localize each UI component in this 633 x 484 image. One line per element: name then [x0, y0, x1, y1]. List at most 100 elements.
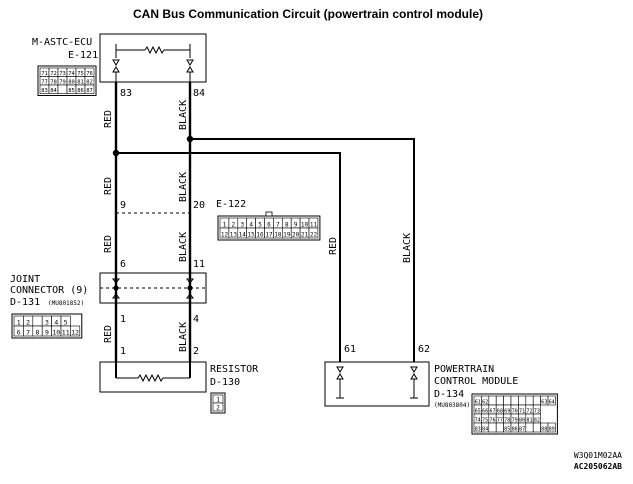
pcm-connector-pin-label: 84 — [482, 426, 488, 432]
ecu-connector-pin-label: 83 — [41, 88, 48, 94]
pcm-connector-cell — [525, 395, 534, 406]
joint-connector-cell — [32, 315, 43, 327]
footer-code-2: AC205062AB — [574, 462, 622, 471]
wire-label-red-1: RED — [103, 110, 114, 128]
pcm-connector-cell — [532, 395, 541, 406]
e122-connector-pin-label: 18 — [274, 231, 282, 238]
e122-connector-cell — [308, 227, 319, 239]
joint-connector-pin-label: 9 — [45, 328, 49, 336]
e122-connector-pin-label: 8 — [285, 221, 289, 228]
joint-connector-pin-label: 12 — [71, 328, 79, 336]
pcm-connector-pin-label: 68 — [497, 408, 503, 414]
pcm-connector-pin-label: 64 — [549, 399, 555, 405]
black-splice-dot — [186, 135, 194, 143]
wire-label-red-pcm: RED — [328, 237, 339, 255]
res-black-pin: 2 — [193, 346, 199, 357]
pcm-connector-pin-label: 63 — [541, 399, 547, 405]
wire-label-black-pcm: BLACK — [402, 233, 413, 263]
joint-connector-pin-label: 10 — [52, 328, 60, 336]
pcm-connector-cell — [488, 422, 497, 433]
pcm-connector-pin-label: 74 — [475, 417, 481, 423]
ecu-resistor-icon — [144, 45, 165, 55]
pcm-connector-pin-label: 80 — [519, 417, 525, 423]
resistor-name: RESISTOR — [210, 364, 259, 375]
joint-name-line1: JOINT — [10, 274, 40, 285]
joint-connector-pin-label: 1 — [17, 318, 21, 326]
pcm-connector-pin-label: 78 — [504, 417, 510, 423]
pcm-connector-cell — [495, 395, 504, 406]
ecu-connector-pin-label: 76 — [86, 71, 93, 77]
pcm-connector-pin-label: 66 — [482, 408, 488, 414]
joint-connector-cell — [70, 325, 81, 337]
e122-connector-pin-label: 15 — [248, 231, 256, 238]
ecu-connector-pin-label: 85 — [68, 88, 75, 94]
pcm-connector-pin-label: 65 — [475, 408, 481, 414]
pcm-red-pin: 61 — [344, 344, 356, 355]
pcm-connector-cell — [547, 422, 556, 433]
red-splice-dot — [112, 149, 120, 157]
resistor-connector-cell — [212, 402, 224, 412]
ecu-terminal-arrow-left — [112, 59, 120, 66]
e122-code: E-122 — [216, 199, 246, 210]
joint-connector-pin-label: 7 — [26, 328, 30, 336]
ecu-connector-pin-label: 81 — [77, 79, 84, 85]
ecu-connector-pin-label: 84 — [50, 88, 57, 94]
black-branch-wire — [190, 138, 415, 355]
e122-connector-pin-label: 22 — [310, 231, 318, 238]
e122-connector-pin-label: 13 — [230, 231, 238, 238]
pcm-connector-cell — [518, 395, 527, 406]
pcm-box — [324, 361, 430, 407]
pcm-connector-pin-label: 62 — [482, 399, 488, 405]
footer-code-1: W3Q01M02AA — [574, 451, 622, 460]
ecu-red-pin: 83 — [120, 88, 132, 99]
e122-connector-pin-label: 9 — [294, 221, 298, 228]
resistor-connector-pin-label: 2 — [216, 404, 220, 411]
pcm-connector-pin-label: 79 — [512, 417, 518, 423]
pcm-connector-pin-label: 73 — [534, 408, 540, 414]
pcm-connector-pin-label: 72 — [526, 408, 532, 414]
ecu-connector-pin-label: 77 — [41, 79, 48, 85]
e122-connector-pin-label: 11 — [310, 221, 318, 228]
ecu-connector-pin-label: 75 — [77, 71, 84, 77]
ecu-terminal-arrow-right — [186, 59, 194, 66]
e122-connector-pin-label: 20 — [292, 231, 300, 238]
jc-top-red-pin: 6 — [120, 259, 126, 270]
pcm-connector-pin-label: 86 — [512, 426, 518, 432]
joint-connector-pin-label: 8 — [36, 328, 40, 336]
jc-top-black-pin: 11 — [193, 259, 205, 270]
pcm-code: D-134 — [434, 389, 464, 400]
pcm-connector-cell — [495, 422, 504, 433]
pcm-connector-pin-label: 69 — [504, 408, 510, 414]
pcm-connector-cell — [532, 422, 541, 433]
pcm-connector-pin-label: 71 — [519, 408, 525, 414]
joint-connector-pin-label: 2 — [26, 318, 30, 326]
e122-connector-key — [265, 211, 273, 217]
resistor-connector-icon: 12 — [210, 392, 226, 414]
pcm-connector-pin-label: 85 — [504, 426, 510, 432]
ecu-connector-pin-label: 82 — [86, 79, 93, 85]
pcm-connector-pin-label: 88 — [541, 426, 547, 432]
ecu-connector-cell — [57, 84, 68, 94]
ecu-connector-pin-label: 71 — [41, 71, 48, 77]
pcm-connector-pin-label: 83 — [475, 426, 481, 432]
ecu-connector-pin-label: 73 — [59, 71, 66, 77]
wire-label-red-4: RED — [103, 325, 114, 343]
e122-connector-pin-label: 10 — [301, 221, 309, 228]
res-red-pin: 1 — [120, 346, 126, 357]
ecu-connector-pin-label: 72 — [50, 71, 57, 77]
e122-black-pin: 20 — [193, 200, 205, 211]
wire-label-black-1: BLACK — [178, 100, 189, 130]
jc-bot-black-pin: 4 — [193, 314, 199, 325]
e122-connector-pin-label: 3 — [240, 221, 244, 228]
e122-connector-pin-label: 7 — [276, 221, 280, 228]
pcm-connector-pin-label: 89 — [549, 426, 555, 432]
e122-connector-pin-label: 5 — [258, 221, 262, 228]
pcm-connector-pin-label: 61 — [475, 399, 481, 405]
e122-connector-pin-label: 21 — [301, 231, 309, 238]
resistor-icon — [116, 373, 190, 383]
pcm-connector-cell — [488, 395, 497, 406]
